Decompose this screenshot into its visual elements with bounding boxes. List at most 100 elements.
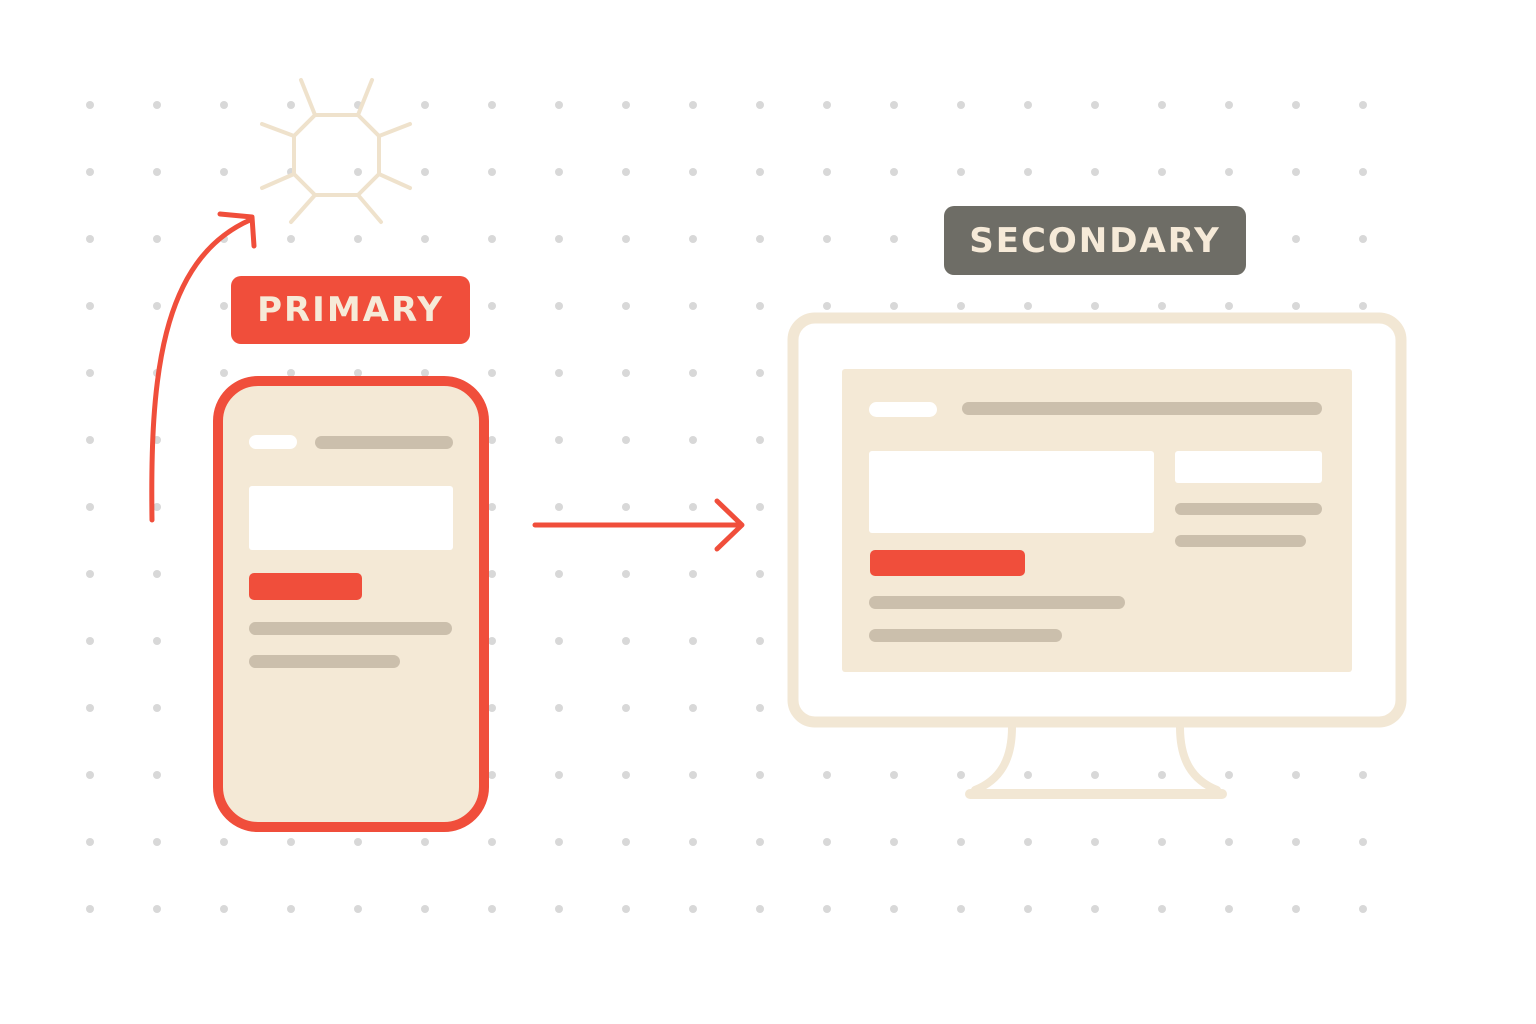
grid-dot xyxy=(689,771,697,779)
monitor-text-line xyxy=(869,596,1125,609)
grid-dot xyxy=(890,101,898,109)
grid-dot xyxy=(86,771,94,779)
grid-dot xyxy=(86,436,94,444)
grid-dot xyxy=(421,235,429,243)
grid-dot xyxy=(555,905,563,913)
grid-dot xyxy=(1091,101,1099,109)
grid-dot xyxy=(488,369,496,377)
grid-dot xyxy=(488,436,496,444)
grid-dot xyxy=(756,905,764,913)
grid-dot xyxy=(1091,168,1099,176)
grid-dot xyxy=(957,905,965,913)
desktop-monitor-device xyxy=(787,312,1407,799)
grid-dot xyxy=(1024,101,1032,109)
grid-dot xyxy=(1158,838,1166,846)
grid-dot xyxy=(622,637,630,645)
grid-dot xyxy=(823,771,831,779)
grid-dot xyxy=(622,235,630,243)
grid-dot xyxy=(1359,905,1367,913)
monitor-content-box xyxy=(869,451,1154,533)
grid-dot xyxy=(1359,235,1367,243)
monitor-stand xyxy=(971,723,1221,794)
grid-dot xyxy=(86,235,94,243)
grid-dot xyxy=(153,503,161,511)
grid-dot xyxy=(153,168,161,176)
grid-dot xyxy=(622,771,630,779)
grid-dot xyxy=(354,905,362,913)
grid-dot xyxy=(488,302,496,310)
grid-dot xyxy=(823,302,831,310)
grid-dot xyxy=(1225,905,1233,913)
grid-dot xyxy=(555,637,563,645)
grid-dot xyxy=(890,905,898,913)
grid-dot xyxy=(421,369,429,377)
grid-dot xyxy=(421,838,429,846)
monitor-nav-line xyxy=(962,402,1322,415)
grid-dot xyxy=(1158,905,1166,913)
grid-dot xyxy=(354,369,362,377)
grid-dot xyxy=(555,503,563,511)
grid-dot xyxy=(488,838,496,846)
grid-dot xyxy=(689,101,697,109)
grid-dot xyxy=(689,302,697,310)
grid-dot xyxy=(622,905,630,913)
grid-dot xyxy=(287,905,295,913)
phone-content-box xyxy=(249,486,453,550)
grid-dot xyxy=(153,101,161,109)
grid-dot xyxy=(689,570,697,578)
grid-dot xyxy=(153,570,161,578)
grid-dot xyxy=(957,771,965,779)
grid-dot xyxy=(354,838,362,846)
grid-dot xyxy=(689,838,697,846)
grid-dot xyxy=(957,168,965,176)
grid-dot xyxy=(1091,838,1099,846)
grid-dot xyxy=(1024,302,1032,310)
grid-dot xyxy=(890,168,898,176)
grid-dot xyxy=(1091,905,1099,913)
grid-dot xyxy=(890,235,898,243)
grid-dot xyxy=(756,570,764,578)
grid-dot xyxy=(86,369,94,377)
phone-text-line xyxy=(249,622,452,635)
grid-dot xyxy=(153,235,161,243)
grid-dot xyxy=(555,771,563,779)
grid-dot xyxy=(756,704,764,712)
grid-dot xyxy=(890,838,898,846)
grid-dot xyxy=(153,771,161,779)
grid-dot xyxy=(220,369,228,377)
monitor-text-line xyxy=(869,629,1062,642)
grid-dot xyxy=(153,704,161,712)
grid-dot xyxy=(287,101,295,109)
grid-dot xyxy=(1225,302,1233,310)
grid-dot xyxy=(622,168,630,176)
grid-dot xyxy=(1024,905,1032,913)
grid-dot xyxy=(287,369,295,377)
grid-dot xyxy=(622,436,630,444)
grid-dot xyxy=(86,168,94,176)
grid-dot xyxy=(1292,905,1300,913)
grid-dot xyxy=(555,570,563,578)
grid-dot xyxy=(1225,168,1233,176)
grid-dot xyxy=(622,101,630,109)
grid-dot xyxy=(756,436,764,444)
grid-dot xyxy=(1292,838,1300,846)
grid-dot xyxy=(622,838,630,846)
grid-dot xyxy=(153,637,161,645)
grid-dot xyxy=(1292,101,1300,109)
grid-dot xyxy=(823,838,831,846)
grid-dot xyxy=(287,235,295,243)
grid-dot xyxy=(86,905,94,913)
grid-dot xyxy=(1292,771,1300,779)
grid-dot xyxy=(756,771,764,779)
grid-dot xyxy=(1158,168,1166,176)
grid-dot xyxy=(153,838,161,846)
grid-dot xyxy=(220,302,228,310)
grid-dot xyxy=(555,302,563,310)
grid-dot xyxy=(421,168,429,176)
grid-dot xyxy=(823,235,831,243)
grid-dot xyxy=(890,771,898,779)
grid-dot xyxy=(86,704,94,712)
grid-dot xyxy=(756,369,764,377)
grid-dot xyxy=(488,771,496,779)
grid-dot xyxy=(1158,302,1166,310)
